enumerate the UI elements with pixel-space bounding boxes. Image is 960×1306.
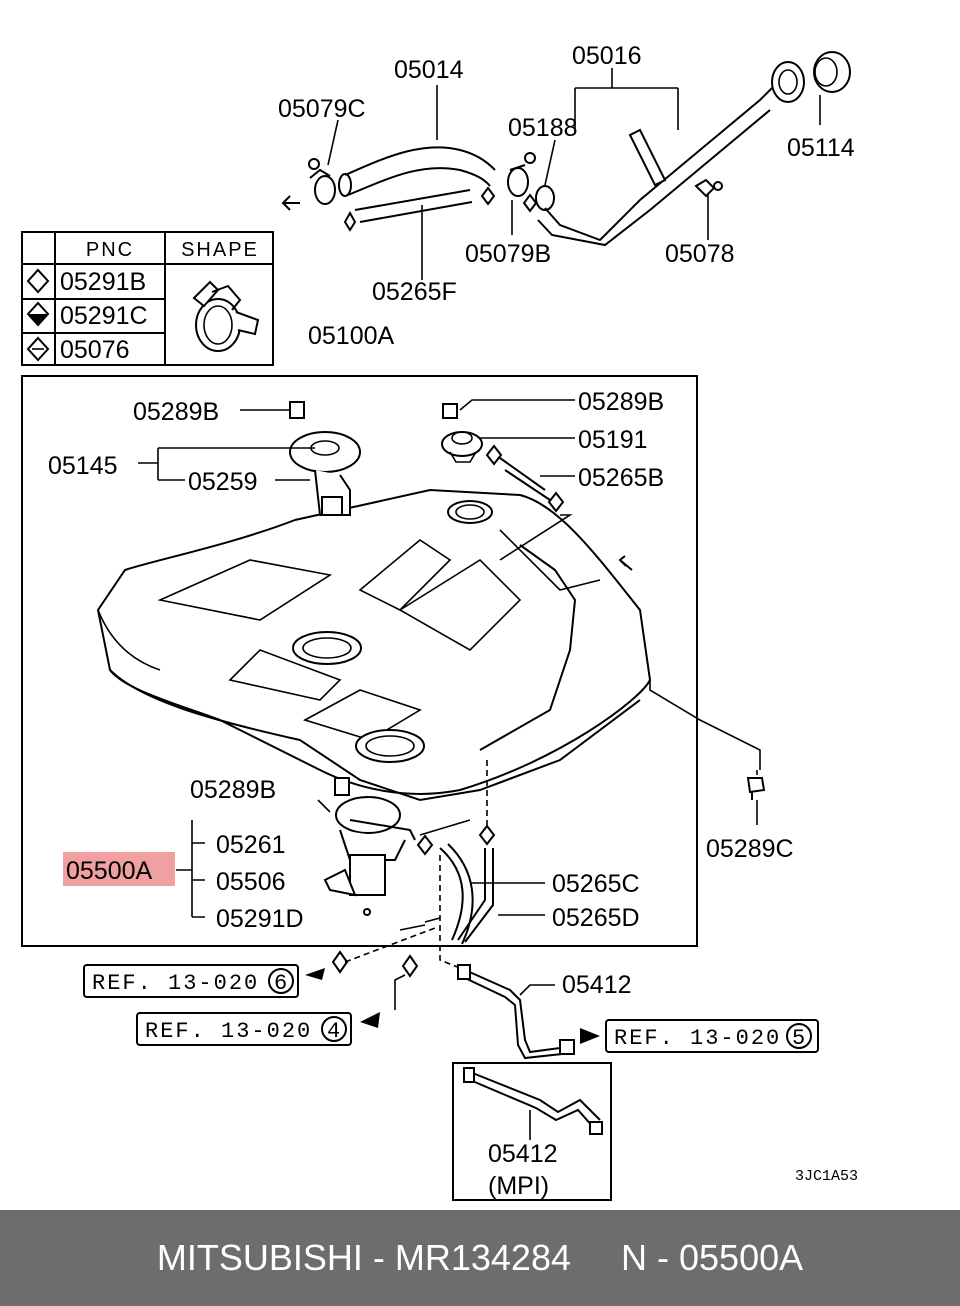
label-05188: 05188 — [508, 114, 578, 142]
label-05500a[interactable]: 05500A — [66, 857, 153, 885]
clamp-05079b-icon — [507, 152, 536, 197]
label-05191: 05191 — [578, 426, 648, 454]
clamp-05079c-icon — [308, 158, 336, 205]
legend-row-05291b: 05291B — [60, 268, 146, 296]
filler-section — [281, 51, 851, 280]
arrow-left-icon — [281, 195, 300, 211]
label-05014: 05014 — [394, 56, 464, 84]
label-05078: 05078 — [665, 240, 735, 268]
label-05145: 05145 — [48, 452, 118, 480]
legend-table: PNC SHAPE 05291B 05291C 05076 — [21, 231, 274, 366]
label-05265f: 05265F — [372, 278, 457, 306]
legend-row-05076: 05076 — [60, 336, 130, 364]
label-05412: 05412 — [562, 971, 632, 999]
legend-col-shape: SHAPE — [181, 239, 259, 261]
svg-text:REF. 13-020: REF. 13-020 — [614, 1026, 781, 1051]
label-05114: 05114 — [787, 134, 855, 162]
fuel-tank-parts-diagram: PNC SHAPE 05291B 05291C 05076 — [21, 42, 858, 1201]
arrow-ref5-icon — [580, 1028, 600, 1044]
label-05265b: 05265B — [578, 464, 664, 492]
clip-05289c-icon — [746, 777, 766, 800]
label-05291d: 05291D — [216, 905, 304, 933]
open-diamond-double-icon — [26, 336, 50, 362]
legend-row-05291c: 05291C — [60, 302, 148, 330]
label-05289b-top: 05289B — [133, 398, 219, 426]
bolt-05289b-bottom-icon — [334, 777, 350, 796]
label-05261: 05261 — [216, 831, 286, 859]
label-05016: 05016 — [572, 42, 642, 70]
ref-13-020-4[interactable]: REF. 13-020 4 — [136, 1012, 352, 1046]
label-05259: 05259 — [188, 468, 258, 496]
fuel-cap-05114-icon — [813, 51, 851, 93]
bolt-05289b-top-icon — [289, 401, 305, 419]
valve-05191-icon — [441, 431, 483, 463]
bolt-05289b-right-icon — [442, 403, 458, 419]
label-05100a: 05100A — [308, 322, 395, 350]
highlight-05500a — [63, 852, 175, 886]
ref5-number: 5 — [792, 1026, 807, 1051]
ref6-number: 6 — [274, 971, 289, 996]
mpi-variant-box — [452, 1062, 612, 1201]
label-mpi: (MPI) — [488, 1172, 549, 1200]
arrow-ref6-icon — [305, 968, 325, 980]
label-05289b-right: 05289B — [578, 388, 664, 416]
bolt-05078-icon — [694, 178, 723, 198]
ref-13-020-5[interactable]: REF. 13-020 5 — [605, 1019, 819, 1053]
label-05265c: 05265C — [552, 870, 640, 898]
label-05079c: 05079C — [278, 95, 366, 123]
tank-assembly-box — [21, 375, 698, 947]
arrow-ref4-icon — [360, 1012, 380, 1028]
ring-05188-icon — [535, 185, 555, 211]
label-05289c: 05289C — [706, 835, 794, 863]
clamp-shape-icon — [192, 280, 260, 352]
fuel-pump-module-05500a-icon — [323, 796, 416, 916]
svg-text:REF. 13-020: REF. 13-020 — [145, 1019, 312, 1044]
open-diamond-icon — [26, 268, 50, 294]
ref-13-020-6[interactable]: REF. 13-020 6 — [83, 964, 299, 998]
fuel-tank-body — [96, 488, 761, 802]
legend-col-pnc: PNC — [86, 239, 134, 261]
label-05265d: 05265D — [552, 904, 640, 932]
footer-part-text: MITSUBISHI - MR134284 N - 05500A — [156, 1237, 804, 1278]
arrow-in-icon — [618, 555, 633, 571]
label-05506: 05506 — [216, 868, 286, 896]
svg-text:REF. 13-020: REF. 13-020 — [92, 971, 259, 996]
half-filled-diamond-fill — [28, 314, 48, 325]
diagram-code: 3JC1A53 — [795, 1168, 858, 1185]
ref4-number: 4 — [327, 1019, 342, 1044]
label-05289b-bottom: 05289B — [190, 776, 276, 804]
footer-bar: MITSUBISHI - MR134284 N - 05500A — [0, 1210, 960, 1306]
label-05412-mpi: 05412 — [488, 1140, 558, 1168]
sender-unit-05259-icon — [289, 431, 361, 516]
label-05079b: 05079B — [465, 240, 551, 268]
